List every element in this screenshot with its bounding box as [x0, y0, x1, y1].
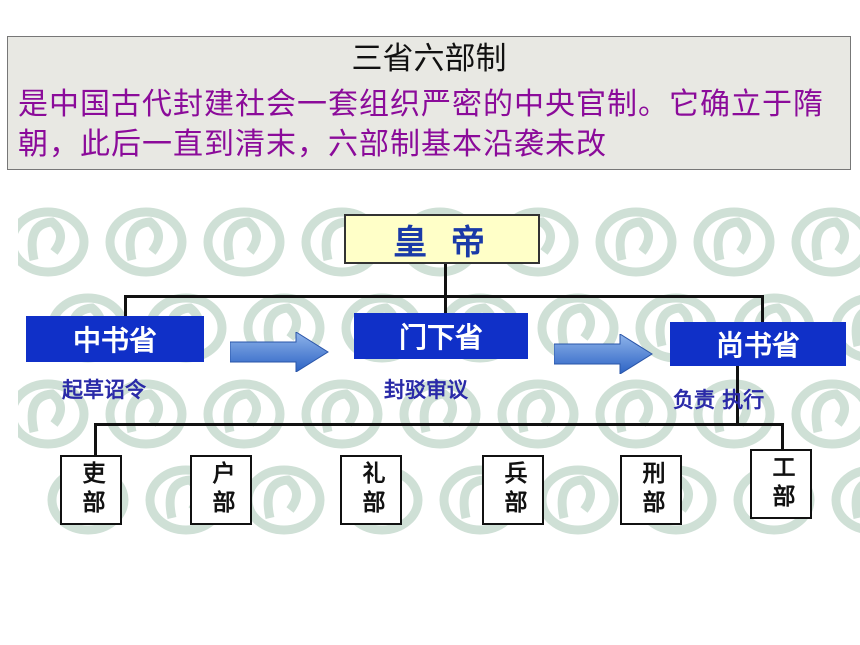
- department-bus-line: [94, 423, 784, 426]
- department-li-rites: 礼部: [340, 455, 402, 525]
- dept-drop-line: [781, 423, 784, 449]
- watermark-swirl: [615, 389, 653, 433]
- watermark-swirl: [791, 379, 860, 449]
- arrow-right-icon: [554, 334, 653, 374]
- watermark-swirl: [27, 217, 65, 261]
- shangshu-stem-line: [736, 364, 739, 426]
- watermark-swirl: [851, 309, 860, 347]
- emperor-box: 皇 帝: [344, 214, 540, 264]
- watermark-swirl: [18, 379, 89, 449]
- watermark-swirl: [223, 389, 261, 433]
- watermark-swirl: [27, 389, 65, 433]
- department-bing: 兵部: [482, 455, 544, 525]
- watermark-swirl: [831, 467, 860, 533]
- org-chart: 皇 帝 中书省 起草诏令 门下省 封驳审议 尚书省 负责 执行 吏部 户部 礼部…: [18, 202, 860, 542]
- description-text: 是中国古代封建社会一套组织严密的中央官制。它确立于隋朝，此后一直到清末，六部制基…: [18, 87, 824, 162]
- watermark-swirl: [105, 379, 187, 449]
- watermark-swirl: [595, 379, 677, 449]
- watermark-swirl: [125, 217, 163, 261]
- menxia-label: 门下省: [398, 321, 483, 354]
- shangshu-box: 尚书省: [670, 322, 846, 366]
- zhongshu-label: 中书省: [72, 324, 157, 357]
- watermark-swirl: [18, 207, 89, 277]
- watermark-swirl: [263, 475, 301, 519]
- dept-drop-line: [94, 423, 97, 455]
- arrow-right-icon: [230, 332, 329, 372]
- watermark-swirl: [399, 379, 481, 449]
- left-drop-line: [124, 295, 127, 317]
- department-li: 吏部: [60, 455, 122, 525]
- watermark-swirl: [105, 207, 187, 277]
- watermark-swirl: [321, 389, 359, 433]
- watermark-swirl: [557, 303, 595, 347]
- watermark-swirl: [203, 207, 285, 277]
- watermark-swirl: [125, 389, 163, 433]
- watermark-swirl: [223, 217, 261, 261]
- page-title: 三省六部制: [351, 41, 507, 77]
- watermark-swirl: [811, 389, 849, 433]
- watermark-swirl: [263, 303, 301, 347]
- department-hu: 户部: [190, 455, 252, 525]
- center-drop-line: [444, 295, 447, 317]
- menxia-box: 门下省: [354, 313, 528, 359]
- department-xing: 刑部: [620, 455, 682, 525]
- watermark-swirl: [693, 379, 775, 449]
- department-gong: 工部: [750, 449, 812, 519]
- shangshu-label: 尚书省: [715, 329, 800, 362]
- watermark-swirl: [557, 475, 595, 519]
- watermark-swirl: [595, 207, 677, 277]
- emperor-label: 皇 帝: [393, 222, 491, 263]
- watermark-swirl: [713, 217, 751, 261]
- watermark-swirl: [615, 217, 653, 261]
- watermark-swirl: [203, 379, 285, 449]
- watermark-swirl: [851, 481, 860, 519]
- right-drop-line: [761, 295, 764, 325]
- shangshu-role: 负责 执行: [673, 388, 765, 412]
- title-box: 三省六部制 是中国古代封建社会一套组织严密的中央官制。它确立于隋朝，此后一直到清…: [7, 36, 851, 170]
- zhongshu-role: 起草诏令: [62, 378, 146, 402]
- watermark-swirl: [811, 217, 849, 261]
- emperor-connector: [444, 262, 447, 296]
- watermark-swirl: [419, 389, 457, 433]
- watermark-swirl: [301, 379, 383, 449]
- watermark-swirl: [497, 379, 579, 449]
- watermark-swirl: [791, 207, 860, 277]
- watermark-swirl: [693, 207, 775, 277]
- watermark-swirl: [517, 389, 555, 433]
- zhongshu-box: 中书省: [26, 316, 204, 362]
- menxia-role: 封驳审议: [384, 378, 468, 402]
